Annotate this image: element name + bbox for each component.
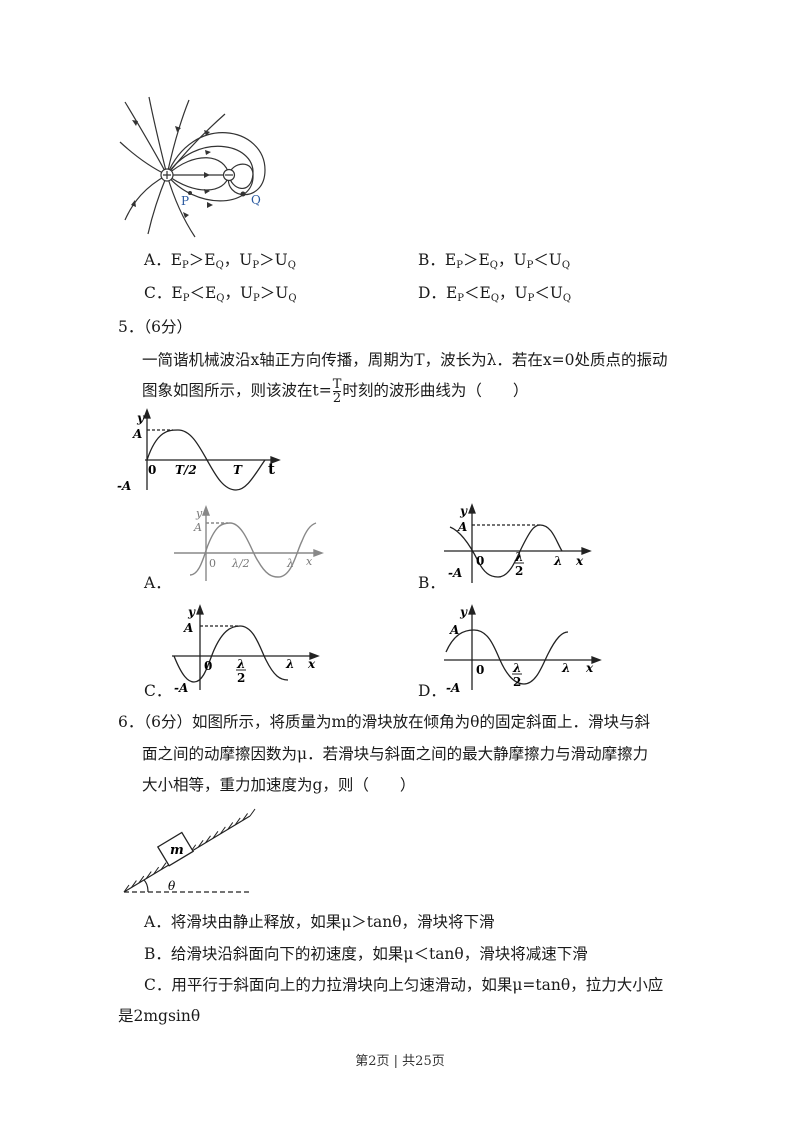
wave-c-x-label: x — [307, 657, 316, 671]
wave-d-zero-label: 0 — [476, 663, 484, 677]
vib-y-label: y — [136, 411, 145, 425]
q5-option-b-graph: y A -A 0 λ 2 λ x — [444, 503, 592, 583]
wave-b-two-den: 2 — [515, 564, 523, 578]
wave-a-a-label: A — [193, 521, 202, 534]
q5-option-c-graph: y A -A 0 λ 2 λ x — [172, 604, 320, 694]
vib-zero-label: 0 — [148, 463, 156, 477]
point-p-label: P — [181, 194, 189, 208]
q5-header: 5．（6分） — [118, 318, 192, 336]
wave-d-lambda-num: λ — [512, 661, 521, 675]
incline-hatch-mark — [219, 826, 226, 835]
q5-option-c-letter: C． — [144, 682, 172, 700]
incline-hatch-mark — [138, 875, 145, 884]
wave-b-y-label: y — [459, 504, 468, 518]
wave-d-lambda-label: λ — [561, 661, 570, 675]
incline-hatch-mark — [227, 822, 234, 830]
field-lines-figure: P Q — [119, 96, 266, 238]
wave-b-a-label: A — [457, 520, 467, 534]
q4-option-c: C．EP＜EQ，UP＞UQ — [144, 284, 297, 304]
q6-option-c-line1: C．用平行于斜面向上的力拉滑块向上匀速滑动，如果μ=tanθ，拉力大小应 — [144, 976, 664, 994]
vib-half-label: T/2 — [175, 463, 197, 477]
wave-b-zero-label: 0 — [476, 554, 484, 568]
q4-option-a: A．EP＞EQ，UP＞UQ — [144, 251, 296, 271]
wave-d-two-den: 2 — [513, 675, 521, 689]
q6-stem-line2: 面之间的动摩擦因数为μ．若滑块与斜面之间的最大静摩擦力与滑动摩擦力 — [142, 745, 649, 763]
wave-b-lambda-label: λ — [553, 554, 562, 568]
q5-option-d-graph: y A -A 0 λ 2 λ x — [444, 604, 602, 694]
wave-c-zero-label: 0 — [204, 659, 212, 673]
wave-a-y-label: y — [195, 507, 203, 520]
wave-b-neg-a-label: -A — [448, 566, 462, 580]
vib-a-label: A — [132, 427, 142, 441]
vibration-graph: y A -A 0 T/2 T t — [117, 408, 281, 493]
q6-option-c-line2: 是2mgsinθ — [118, 1007, 201, 1025]
wave-a-lambda-label: λ — [286, 557, 294, 570]
vib-t-axis-label: t — [268, 460, 275, 478]
q5-option-a-letter: A． — [144, 574, 171, 592]
q5-option-a-graph: y A 0 λ/2 λ x — [174, 505, 324, 581]
incline-hatch-mark — [249, 808, 256, 817]
incline-hatch-mark — [197, 840, 204, 848]
incline-hatch-mark — [234, 817, 241, 826]
incline-hatch-mark — [205, 835, 211, 844]
wave-a-half-label: λ/2 — [231, 557, 250, 570]
incline-hatch-mark — [242, 813, 248, 821]
point-q-label: Q — [251, 193, 261, 207]
wave-c-two-den: 2 — [237, 671, 245, 685]
incline-hatch-mark — [212, 831, 219, 839]
q6-stem-line1: 6．（6分）如图所示，将质量为m的滑块放在倾角为θ的固定斜面上．滑块与斜 — [118, 713, 651, 731]
page-footer: 第2页 | 共25页 — [355, 1054, 445, 1069]
vib-neg-a-label: -A — [117, 479, 131, 493]
wave-a-x-label: x — [306, 555, 313, 568]
block-mass-label: m — [170, 843, 184, 858]
incline-angle-label: θ — [168, 879, 176, 893]
incline-hatch-mark — [123, 884, 130, 893]
wave-a-zero-label: 0 — [209, 557, 216, 570]
vib-t-period-label: T — [233, 463, 243, 477]
wave-b-lambda-num: λ — [514, 550, 523, 564]
wave-c-lambda-num: λ — [236, 657, 245, 671]
wave-c-lambda-label: λ — [285, 657, 294, 671]
q6-stem-line3: 大小相等，重力加速度为g，则（ ） — [142, 776, 416, 794]
wave-d-y-label: y — [459, 605, 468, 619]
q5-stem-line1: 一简谐机械波沿x轴正方向传播，周期为T，波长为λ．若在x=0处质点的振动 — [142, 351, 668, 369]
incline-hatch-mark — [160, 862, 167, 870]
wave-c-neg-a-label: -A — [174, 681, 188, 694]
wave-d-x-label: x — [585, 661, 594, 675]
q6-option-a: A．将滑块由静止释放，如果μ＞tanθ，滑块将下滑 — [144, 913, 495, 931]
incline-figure: m θ — [123, 808, 256, 893]
q5-option-b-letter: B． — [418, 574, 445, 592]
wave-c-y-label: y — [187, 605, 196, 619]
q5-option-d-letter: D． — [418, 682, 446, 700]
q6-option-b: B．给滑块沿斜面向下的初速度，如果μ＜tanθ，滑块将减速下滑 — [144, 945, 588, 963]
incline-hatch-mark — [153, 866, 160, 875]
wave-d-a-label: A — [449, 623, 459, 637]
q4-option-b: B．EP＞EQ，UP＜UQ — [418, 251, 571, 271]
q4-option-d: D．EP＜EQ，UP＜UQ — [418, 284, 572, 304]
incline-hatch-mark — [131, 880, 137, 888]
incline-hatch-mark — [145, 871, 152, 879]
wave-b-x-label: x — [575, 554, 584, 568]
wave-d-neg-a-label: -A — [446, 681, 460, 694]
wave-c-a-label: A — [183, 621, 193, 635]
